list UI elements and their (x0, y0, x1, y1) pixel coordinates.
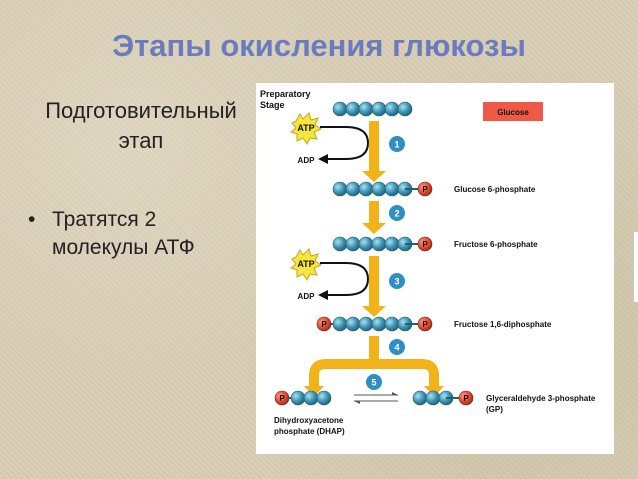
label-glucose-6-phosphate: Glucose 6-phosphate (454, 185, 536, 194)
atp-label-1: ATP (297, 123, 314, 133)
carbon-bead (412, 390, 428, 406)
carbon-bead (332, 316, 348, 332)
phosphate-label: P (422, 185, 428, 194)
step-5-label: 5 (371, 378, 376, 388)
carbon-bead (358, 236, 374, 252)
carbon-bead (332, 101, 348, 117)
step-5: 5 (366, 374, 382, 390)
label-dihydroxyacetone: Dihydroxyacetone (274, 416, 344, 425)
step-4: 4 (389, 339, 405, 355)
carbon-bead (384, 316, 400, 332)
atp-consumption-2: ATP ADP (289, 248, 370, 301)
phosphate-group (417, 236, 433, 252)
glucose-box (483, 102, 543, 121)
carbon-bead (345, 181, 361, 197)
carbon-bead (371, 236, 387, 252)
carbon-bead (358, 101, 374, 117)
carbon-bead (384, 236, 400, 252)
phosphate-group (417, 181, 433, 197)
bullet-text: Тратятся 2 молекулы АТФ (52, 208, 195, 259)
step-4-label: 4 (394, 343, 399, 353)
carbon-bead (371, 101, 387, 117)
carbon-bead (371, 181, 387, 197)
phosphate-label: P (279, 394, 285, 403)
phosphate-label: P (422, 240, 428, 249)
adp-label-1: ADP (298, 156, 316, 165)
molecule-chains: P P P P P P (274, 101, 474, 406)
slide-title: Этапы окисления глюкозы (112, 28, 526, 63)
step-1-label: 1 (394, 140, 399, 150)
stage-label-line2: Stage (260, 100, 285, 110)
step-arrows (304, 121, 444, 397)
label-fructose-6-phosphate: Fructose 6-phosphate (454, 240, 538, 249)
carbon-bead (358, 181, 374, 197)
carbon-bead (345, 316, 361, 332)
glycolysis-figure: Preparatory Stage Glucose ATP ADP (256, 83, 614, 454)
glycolysis-diagram: Preparatory Stage Glucose ATP ADP (260, 89, 596, 436)
carbon-bead (425, 390, 441, 406)
phosphate-label: P (321, 320, 327, 329)
bullet-dot: • (28, 208, 36, 231)
carbon-bead (303, 390, 319, 406)
step-2: 2 (389, 205, 405, 221)
left-heading: Подготовительный этап (45, 98, 237, 153)
adp-label-2: ADP (298, 292, 316, 301)
carbon-bead (332, 181, 348, 197)
carbon-bead (345, 101, 361, 117)
step-1: 1 (389, 136, 405, 152)
label-gp: (GP) (486, 405, 503, 414)
carbon-bead (316, 390, 332, 406)
carbon-bead (397, 101, 413, 117)
phosphate-label: P (463, 394, 469, 403)
carbon-bead (384, 101, 400, 117)
carbon-bead (371, 316, 387, 332)
carbon-bead (332, 236, 348, 252)
glucose-label: Glucose (497, 108, 529, 117)
slide-edge-bar (634, 232, 638, 302)
phosphate-group (458, 390, 474, 406)
label-glyceraldehyde-3-phosphate: Glyceraldehyde 3-phosphate (486, 394, 596, 403)
atp-label-2: ATP (297, 259, 314, 269)
label-dhap: phosphate (DHAP) (274, 427, 345, 436)
step-3-label: 3 (394, 277, 399, 287)
step-2-label: 2 (394, 209, 399, 219)
carbon-bead (358, 316, 374, 332)
phosphate-label: P (422, 320, 428, 329)
label-fructose-1-6-diphosphate: Fructose 1,6-diphosphate (454, 320, 552, 329)
step-3: 3 (389, 273, 405, 289)
equilibrium-arrows (354, 392, 398, 404)
carbon-bead (345, 236, 361, 252)
carbon-bead (290, 390, 306, 406)
stage-label-line1: Preparatory (260, 89, 311, 99)
phosphate-group (417, 316, 433, 332)
carbon-bead (384, 181, 400, 197)
atp-consumption-1: ATP ADP (289, 112, 370, 165)
